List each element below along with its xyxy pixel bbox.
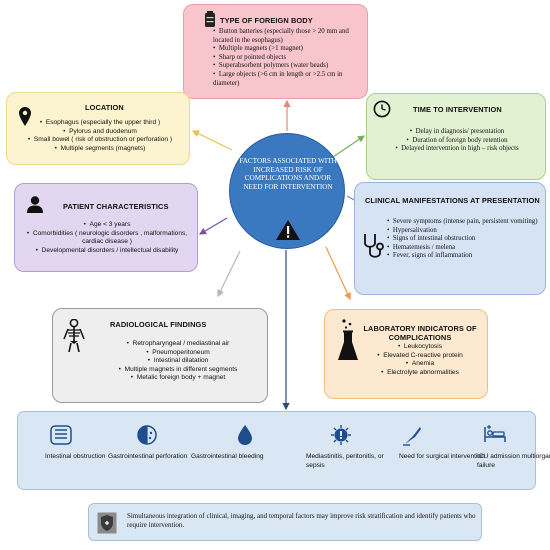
list-item: Delay in diagnosis/ presentation: [371, 128, 543, 137]
list-item: Multiple segments (magnets): [11, 145, 189, 154]
time-title: TIME TO INTERVENTION: [413, 105, 502, 114]
list-item: Retropharyngeal / mediastinal air: [91, 340, 265, 349]
bacteria-icon: [331, 425, 351, 445]
stethoscope-icon: [364, 234, 384, 258]
clinical-list: Severe symptoms (intense pain, persisten…: [387, 218, 543, 261]
list-item: Delayed intervention in high – risk obje…: [371, 145, 543, 154]
outcome-label: Gastrointestinal perforation: [108, 453, 188, 460]
list-item: Severe symptoms (intense pain, persisten…: [387, 218, 543, 227]
arrow-to-time: [332, 135, 365, 158]
list-item: Multiple magnets in different segments: [91, 366, 265, 375]
blood-drop-icon: [238, 425, 252, 445]
clock-icon: [373, 100, 391, 118]
list-item: Esophagus (especially the upper third ): [11, 119, 189, 128]
list-item: Button batteries (especially those > 20 …: [213, 28, 365, 45]
person-icon: [27, 196, 43, 213]
list-item: Multiple magnets (>1 magnet): [213, 45, 365, 54]
skeleton-icon: [63, 319, 85, 353]
center-text: FACTORS ASSOCIATED WITH INCREASED RISK O…: [239, 157, 337, 191]
list-item: Superabsorbent polymers (water beads): [213, 62, 365, 71]
outcome-item: ICU admission multiorgan failure: [477, 412, 550, 491]
outcome-label: Mediastinitis, peritonitis, or sepsis: [306, 453, 384, 469]
outcomes-panel: Intestinal obstruction Gastrointestinal …: [17, 411, 550, 491]
list-item: Signs of intestinal obstruction: [387, 235, 543, 244]
scalpel-icon: [403, 427, 421, 446]
hospital-bed-icon: [484, 425, 506, 442]
list-item: Pneumoperitoneum: [91, 349, 265, 358]
list-item: Duration of foreign body retention: [371, 137, 543, 146]
perforation-icon: [137, 425, 157, 445]
arrow-to-radio: [217, 250, 241, 298]
central-risk-circle: FACTORS ASSOCIATED WITH INCREASED RISK O…: [229, 133, 345, 249]
outcome-item: Gastrointestinal bleeding: [191, 412, 281, 491]
patient-box: PATIENT CHARACTERISTICS Age < 3 years Co…: [14, 183, 198, 272]
patient-list: Age < 3 years Comorbidities ( neurologic…: [21, 221, 193, 255]
battery-icon: [205, 11, 215, 27]
list-item: Fever, signs of inflammation: [387, 252, 543, 261]
time-list: Delay in diagnosis/ presentation Duratio…: [371, 128, 543, 154]
radiological-title: RADIOLOGICAL FINDINGS: [110, 320, 207, 329]
intestine-icon: [50, 425, 72, 445]
list-item: Elevated C-reactive protein: [355, 352, 485, 361]
radiological-box: RADIOLOGICAL FINDINGS Retropharyngeal / …: [52, 308, 268, 403]
list-item: Age < 3 years: [21, 221, 193, 230]
list-item: Electrolyte abnormalities: [355, 369, 485, 378]
list-item: Comorbidities ( neurologic disorders , m…: [21, 230, 193, 247]
list-item: Metalic foreign body + magnet: [91, 374, 265, 383]
list-item: Small bowel ( risk of obstruction or per…: [11, 136, 189, 145]
foreign-body-box: TYPE OF FOREIGN BODY Button batteries (e…: [183, 4, 368, 99]
outcome-item: Intestinal obstruction: [45, 412, 135, 491]
location-list: Esophagus (especially the upper third ) …: [11, 119, 189, 153]
list-item: Hypersalivation: [387, 227, 543, 236]
map-pin-icon: [19, 107, 31, 126]
list-item: Developmental disorders / intellectual d…: [21, 247, 193, 256]
arrow-to-location: [191, 130, 233, 151]
note-text: Simultaneous integration of clinical, im…: [127, 512, 476, 529]
clinical-title: CLINICAL MANIFESTATIONS AT PRESENTATION: [365, 196, 540, 205]
shield-icon: [97, 512, 117, 534]
outcome-item: Gastrointestinal perforation: [108, 412, 198, 491]
outcome-item: Need for surgical intervention: [399, 412, 489, 491]
warning-triangle-icon: [276, 220, 300, 240]
integration-note: Simultaneous integration of clinical, im…: [88, 503, 482, 541]
laboratory-title: LABORATORY INDICATORS OF COMPLICATIONS: [363, 324, 477, 342]
list-item: Intestinal dilatation: [91, 357, 265, 366]
list-item: Hematemesis / melena: [387, 244, 543, 253]
outcome-label: Need for surgical intervention: [399, 453, 485, 460]
laboratory-box: LABORATORY INDICATORS OF COMPLICATIONS L…: [324, 309, 488, 399]
patient-title: PATIENT CHARACTERISTICS: [63, 202, 169, 211]
radiological-list: Retropharyngeal / mediastinal air Pneumo…: [91, 340, 265, 383]
foreign-body-list: Button batteries (especially those > 20 …: [213, 28, 365, 88]
location-title: LOCATION: [85, 103, 124, 112]
list-item: Pylorus and duodenum: [11, 128, 189, 137]
list-item: Anemia: [355, 360, 485, 369]
foreign-body-title: TYPE OF FOREIGN BODY: [220, 16, 313, 25]
outcome-label: ICU admission multiorgan failure: [477, 453, 550, 469]
arrow-to-lab: [325, 246, 351, 301]
location-box: LOCATION Esophagus (especially the upper…: [6, 92, 190, 165]
list-item: Leukocytosis: [355, 343, 485, 352]
outcome-label: Gastrointestinal bleeding: [191, 453, 264, 460]
list-item: Large objects (>6 cm in length or >2.5 c…: [213, 71, 365, 88]
flask-icon: [338, 319, 358, 360]
outcome-item: Mediastinitis, peritonitis, or sepsis: [306, 412, 396, 491]
arrow-to-patient: [198, 217, 228, 235]
time-box: TIME TO INTERVENTION Delay in diagnosis/…: [366, 93, 546, 180]
list-item: Sharp or pointed objects: [213, 54, 365, 63]
laboratory-list: Leukocytosis Elevated C-reactive protein…: [355, 343, 485, 377]
clinical-box: CLINICAL MANIFESTATIONS AT PRESENTATION …: [354, 182, 546, 295]
outcome-label: Intestinal obstruction: [45, 453, 106, 460]
